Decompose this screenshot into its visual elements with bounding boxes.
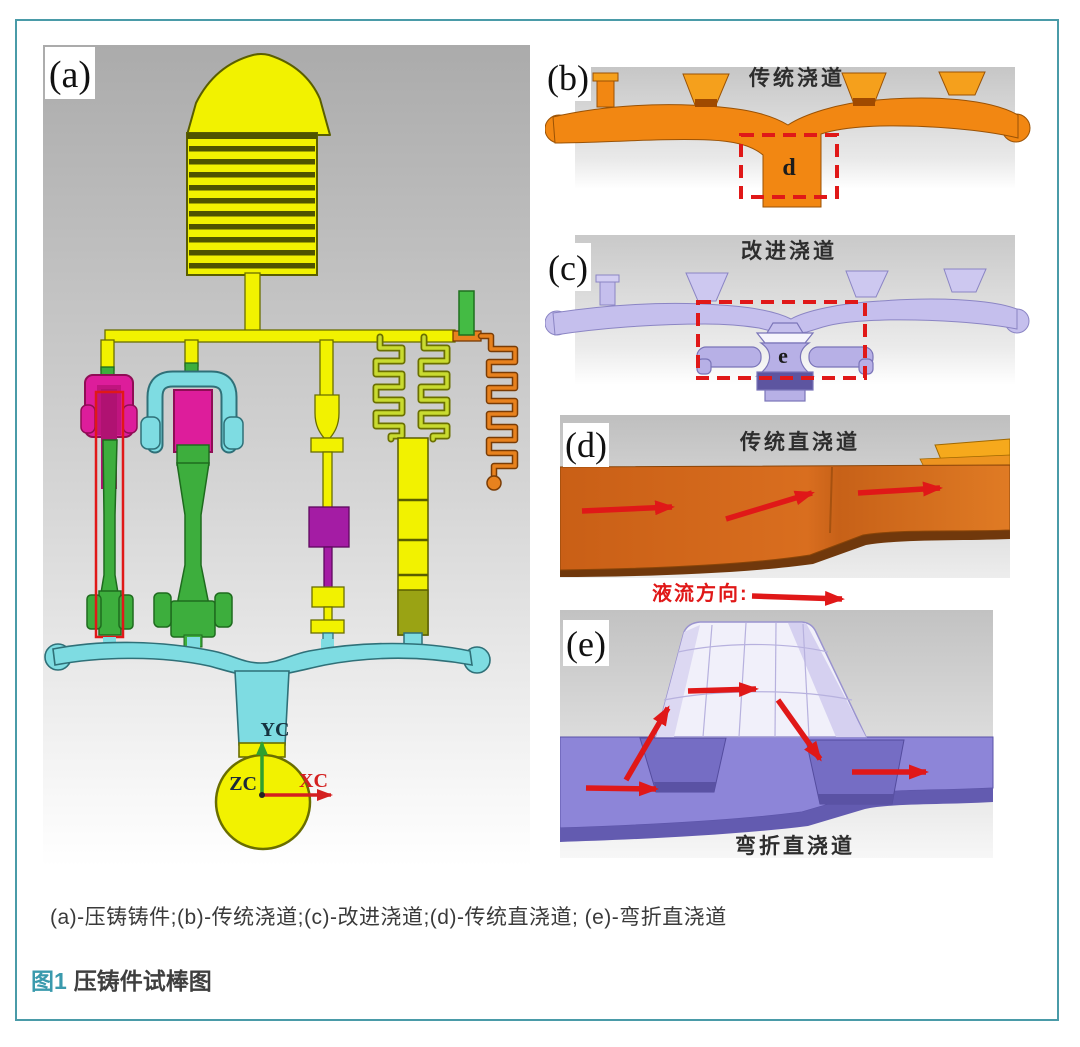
flow-direction-label: 液流方向: bbox=[652, 581, 749, 605]
panel-c: 改进浇道 bbox=[545, 235, 1035, 413]
flow-direction-arrow bbox=[751, 590, 845, 606]
improved-runner-shape bbox=[545, 268, 1030, 336]
panel-c-canvas: 改进浇道 bbox=[545, 235, 1030, 402]
panel-c-label: (c) bbox=[545, 243, 591, 291]
segmented-column bbox=[397, 437, 429, 648]
step-rod bbox=[308, 394, 350, 648]
panel-a-canvas: YC ZC XC (a) bbox=[43, 45, 530, 867]
test-bar-1 bbox=[80, 374, 138, 639]
panel-d: 传统直浇道 (d) bbox=[560, 415, 1010, 578]
panel-a-label-text: (a) bbox=[49, 54, 91, 96]
region-box-d bbox=[739, 133, 839, 199]
panel-b-title: 传统浇道 bbox=[748, 66, 845, 90]
panel-c-title: 改进浇道 bbox=[741, 239, 837, 263]
axis-yc-label: YC bbox=[261, 719, 290, 741]
panel-d-canvas: 传统直浇道 (d) bbox=[560, 415, 1010, 578]
panel-d-label-text: (d) bbox=[565, 425, 607, 465]
panel-a-label: (a) bbox=[45, 47, 95, 99]
region-box-e bbox=[696, 300, 867, 380]
axis-zc-label: ZC bbox=[229, 773, 257, 795]
flow-arrows-d bbox=[581, 481, 943, 522]
subcaption: (a)-压铸铸件;(b)-传统浇道;(c)-改进浇道;(d)-传统直浇道; (e… bbox=[50, 906, 727, 929]
panel-a: YC ZC XC (a) bbox=[43, 45, 530, 880]
panel-e-title: 弯折直浇道 bbox=[735, 834, 855, 858]
panel-b-label: (b) bbox=[545, 53, 591, 101]
mesh-lines bbox=[663, 622, 853, 738]
panel-b: 传统浇道 d (b) bbox=[545, 45, 1035, 230]
panel-d-label: (d) bbox=[563, 423, 609, 467]
figure-label: 图1 bbox=[31, 968, 67, 994]
manifold bbox=[44, 637, 491, 851]
traditional-runner-shape bbox=[545, 71, 1031, 208]
panel-e-canvas: 弯折直浇道 (e) bbox=[560, 610, 994, 858]
panel-b-canvas: 传统浇道 d (b) bbox=[545, 53, 1031, 208]
region-e-label: e bbox=[778, 343, 788, 368]
green-pin bbox=[458, 290, 475, 336]
runner-system bbox=[100, 272, 482, 399]
panel-e-label: (e) bbox=[563, 620, 609, 666]
panel-b-label-text: (b) bbox=[547, 58, 589, 98]
coil-specimens bbox=[372, 332, 519, 491]
figure-title: 压铸件试棒图 bbox=[73, 968, 212, 994]
flow-direction-canvas: 液流方向: bbox=[652, 581, 845, 606]
flow-direction-row: 液流方向: bbox=[560, 578, 1010, 610]
axis-annotation: YC ZC XC bbox=[229, 719, 333, 801]
panel-e-label-text: (e) bbox=[566, 624, 606, 664]
panel-d-title: 传统直浇道 bbox=[739, 430, 860, 454]
flow-arrows-e bbox=[585, 682, 929, 797]
vent-stripes bbox=[187, 133, 317, 269]
panel-c-label-text: (c) bbox=[548, 248, 588, 288]
axis-xc-label: XC bbox=[299, 770, 328, 792]
panel-e: 弯折直浇道 (e) bbox=[560, 610, 1010, 865]
region-d-label: d bbox=[782, 155, 796, 181]
